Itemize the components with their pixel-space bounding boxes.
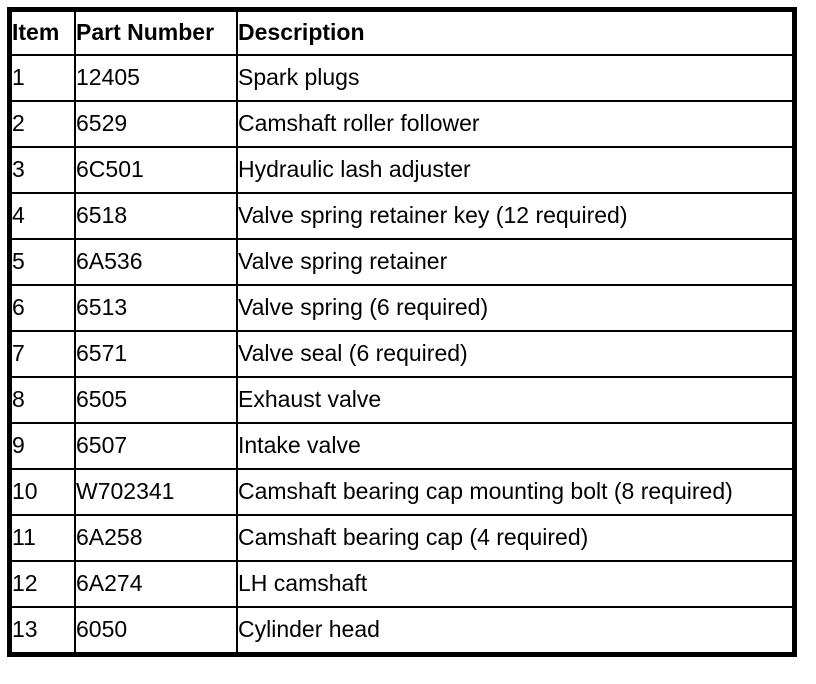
description-cell: Valve seal (6 required) [237,331,793,377]
table-header-row: Item Part Number Description [11,11,793,55]
part-number-cell: 6A274 [75,561,237,607]
part-number-cell: 12405 [75,55,237,101]
part-number-cell: 6505 [75,377,237,423]
part-number-cell: 6529 [75,101,237,147]
item-cell: 2 [11,101,75,147]
part-number-cell: 6A258 [75,515,237,561]
item-cell: 13 [11,607,75,653]
item-cell: 5 [11,239,75,285]
description-cell: Valve spring retainer [237,239,793,285]
part-number-cell: 6518 [75,193,237,239]
part-number-cell: 6A536 [75,239,237,285]
item-cell: 12 [11,561,75,607]
part-number-cell: 6050 [75,607,237,653]
description-cell: LH camshaft [237,561,793,607]
description-cell: Intake valve [237,423,793,469]
item-cell: 3 [11,147,75,193]
item-cell: 6 [11,285,75,331]
item-cell: 1 [11,55,75,101]
item-cell: 8 [11,377,75,423]
part-number-cell: 6507 [75,423,237,469]
part-number-cell: W702341 [75,469,237,515]
description-cell: Camshaft bearing cap mounting bolt (8 re… [237,469,793,515]
item-cell: 10 [11,469,75,515]
item-cell: 7 [11,331,75,377]
item-cell: 9 [11,423,75,469]
column-header-description: Description [237,11,793,55]
part-number-cell: 6571 [75,331,237,377]
description-cell: Exhaust valve [237,377,793,423]
description-cell: Camshaft bearing cap (4 required) [237,515,793,561]
part-number-cell: 6C501 [75,147,237,193]
item-cell: 4 [11,193,75,239]
description-cell: Hydraulic lash adjuster [237,147,793,193]
item-cell: 11 [11,515,75,561]
column-header-part-number: Part Number [75,11,237,55]
description-cell: Cylinder head [237,607,793,653]
description-cell: Valve spring (6 required) [237,285,793,331]
column-header-item: Item [11,11,75,55]
description-cell: Camshaft roller follower [237,101,793,147]
description-cell: Valve spring retainer key (12 required) [237,193,793,239]
description-cell: Spark plugs [237,55,793,101]
part-number-cell: 6513 [75,285,237,331]
